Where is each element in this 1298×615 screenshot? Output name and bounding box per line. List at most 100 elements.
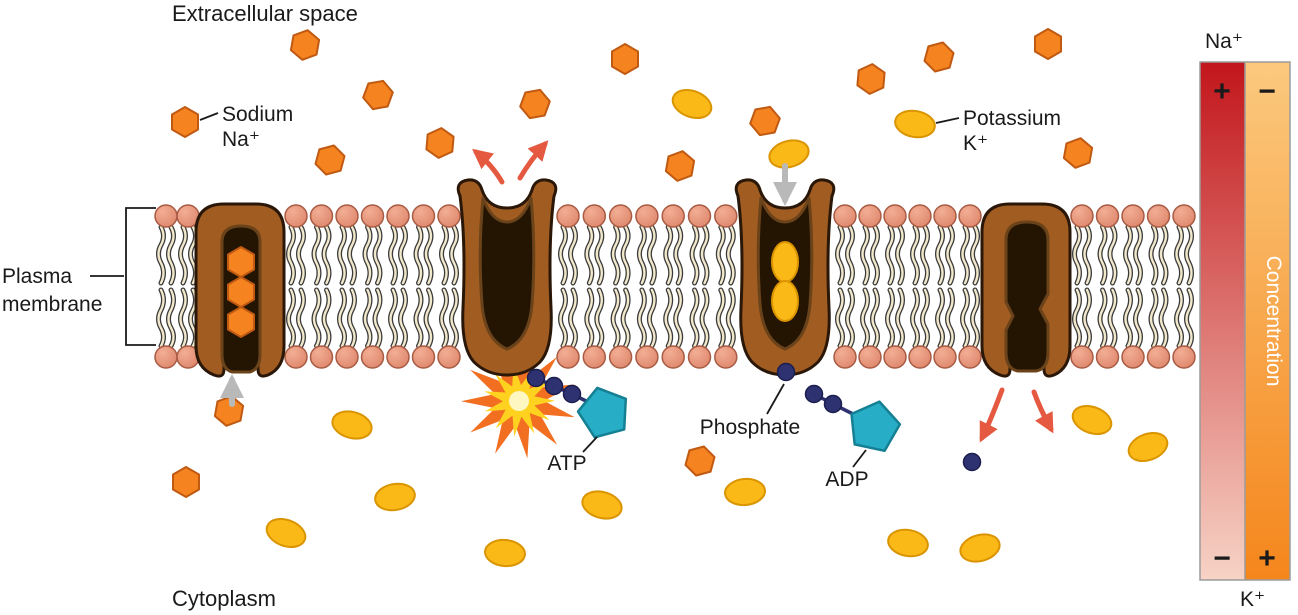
potassium-ion [771,280,799,322]
lipid-head [309,204,334,228]
lipid-head [284,204,308,228]
lipid-head [1070,204,1094,228]
lipid-head [933,345,957,369]
lipid-head [661,345,685,369]
phosphate-group [776,362,796,382]
lipid-head [1172,345,1196,369]
sodium-ion [1034,28,1062,60]
lipid-head [833,204,857,228]
potassium-ion [959,533,1001,563]
potassium-pointer [935,117,960,124]
extracellular-space-label: Extracellular space [172,1,358,26]
sodium-ion [664,150,696,182]
sodium-ion [362,79,394,111]
k-inside-sign: + [1258,542,1276,575]
lipid-head [661,204,685,228]
lipid-head [858,345,882,369]
sodium-release-arrow-left [472,148,505,185]
lipid-head [335,204,359,228]
k-outside-sign: − [1258,75,1276,108]
pump-4-channel [1004,220,1050,373]
phosphate-group [804,384,824,404]
sodium-ion [227,276,255,308]
plasma-membrane-label-line1: Plasma [2,265,72,288]
lipid-head [411,345,436,369]
sodium-label: Sodium [222,103,293,126]
phosphate-group [962,452,982,472]
concentration-gradient-bar: Na⁺ K⁺ + − − + Concentration [1199,30,1291,611]
lipid-head [714,345,738,369]
lipid-head [608,204,633,228]
lipid-head [1146,204,1171,228]
lipid-tails [157,225,1193,348]
adp-label: ADP [825,468,868,491]
adp-pointer [852,449,867,468]
cytoplasm-label: Cytoplasm [172,586,276,611]
starburst-core [509,391,529,411]
potassium-ion [724,477,766,507]
sodium-ion [425,127,455,159]
potassium-ions [265,88,1169,568]
potassium-release-arrow-right [1031,389,1054,434]
potassium-ion [887,528,929,558]
na-gradient-column [1200,62,1245,580]
potassium-ion [768,139,810,169]
plasma-membrane-label-line2: membrane [2,293,102,316]
phosphate-pointer [766,383,785,415]
sodium-ion [314,144,346,176]
lipid-head [386,204,410,228]
lipid-head [582,204,607,228]
lipid-head [1070,345,1094,369]
bar-na-label: Na⁺ [1205,30,1243,53]
lipid-head [958,204,982,228]
sodium-ion [227,246,255,278]
lipid-head [154,204,178,228]
lipid-head [386,345,410,369]
lipid-head [608,345,633,369]
phosphate-group [544,376,564,396]
atp-molecule [576,386,628,439]
lipid-bilayer [154,204,1196,369]
lipid-head [635,345,659,369]
potassium-label: Potassium [963,107,1061,130]
sodium-ion [172,466,200,498]
potassium-ion [1071,404,1113,436]
sodium-pointer [199,112,219,121]
na-outside-sign: + [1213,75,1231,108]
adp-molecule [850,400,902,453]
lipid-head [1172,204,1196,228]
potassium-ion [331,410,373,440]
concentration-axis-label: Concentration [1262,256,1285,387]
lipid-head [556,204,580,228]
lipid-head [833,345,857,369]
potassium-ion [1127,431,1169,463]
sodium-ion [684,445,716,477]
energy-burst [461,343,575,459]
sodium-release-arrow-right [517,140,549,181]
lipid-head [958,345,982,369]
potassium-ion [374,482,416,512]
lipid-head [335,345,359,369]
lipid-head [908,204,932,228]
lipid-head [933,204,957,228]
potassium-symbol-label: K⁺ [963,132,988,155]
potassium-ion [265,517,307,549]
potassium-ion [894,109,936,139]
atp-label: ATP [547,452,586,475]
lipid-head [284,345,308,369]
lipid-head [582,345,607,369]
sodium-ion [519,88,551,120]
lipid-head [360,345,385,369]
pump-state-4-potassium-release [980,202,1072,378]
lipid-head [714,204,738,228]
potassium-ion [581,490,623,520]
plasma-membrane-bracket [125,207,156,346]
lipid-head [154,345,178,369]
lipid-head [1095,345,1120,369]
na-inside-sign: − [1213,542,1231,575]
sodium-ion [923,41,955,73]
lipid-head [411,204,436,228]
lipid-head [556,345,580,369]
